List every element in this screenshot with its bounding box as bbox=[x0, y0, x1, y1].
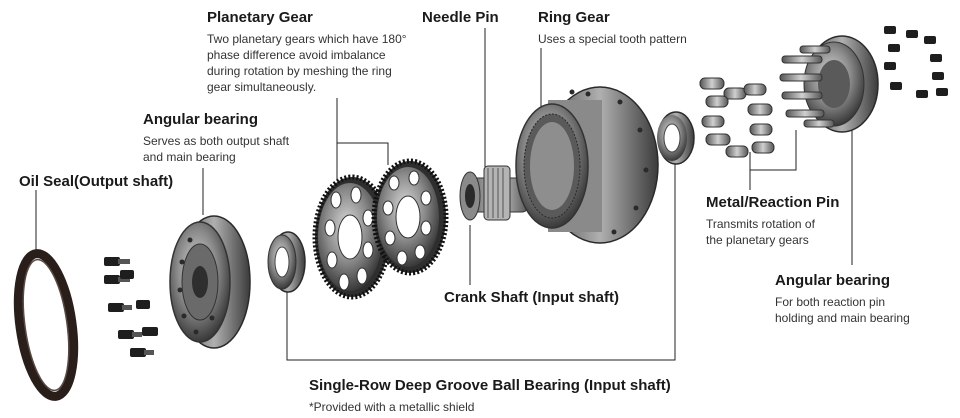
needle-pin-label: Needle Pin bbox=[422, 9, 499, 27]
angular-bearing-output-label: Angular bearing Serves as both output sh… bbox=[143, 111, 289, 165]
ball-bearing-part bbox=[267, 231, 306, 293]
metal-reaction-pin-label: Metal/Reaction Pin Transmits rotation of… bbox=[706, 194, 839, 248]
ball-bearing-desc: *Provided with a metallic shield bbox=[309, 400, 475, 414]
metal-reaction-pin-desc: Transmits rotation of the planetary gear… bbox=[706, 217, 815, 247]
planetary-gear-desc: Two planetary gears which have 180° phas… bbox=[207, 32, 407, 94]
ring-gear-title: Ring Gear bbox=[538, 9, 610, 26]
ball-bearing-label: Single-Row Deep Groove Ball Bearing (Inp… bbox=[309, 377, 671, 415]
planetary-gear-leader bbox=[336, 98, 389, 165]
metal-reaction-pin-leader bbox=[749, 130, 797, 171]
oil-seal-title: Oil Seal(Output shaft) bbox=[19, 173, 174, 190]
angular-bearing-reaction-part bbox=[779, 35, 879, 133]
crank-shaft-label: Crank Shaft (Input shaft) bbox=[444, 289, 619, 307]
ring-gear-desc: Uses a special tooth pattern bbox=[538, 32, 687, 46]
ball-bearing-title: Single-Row Deep Groove Ball Bearing (Inp… bbox=[309, 377, 671, 394]
oil-seal-label: Oil Seal(Output shaft) bbox=[19, 173, 173, 191]
oil-seal-part bbox=[13, 249, 79, 401]
angular-bearing-reaction-desc: For both reaction pin holding and main b… bbox=[775, 295, 910, 325]
angular-bearing-output-title: Angular bearing bbox=[143, 111, 259, 128]
angular-bearing-reaction-label: Angular bearing For both reaction pin ho… bbox=[775, 272, 910, 326]
metal-reaction-pins-part bbox=[699, 77, 775, 158]
angular-bearing-output-part bbox=[169, 215, 251, 349]
reaction-bolts-part bbox=[884, 26, 948, 98]
ring-gear-part bbox=[515, 86, 659, 244]
leader-lines bbox=[35, 28, 853, 361]
output-bolts-part bbox=[104, 257, 158, 357]
metal-reaction-pin-title: Metal/Reaction Pin bbox=[706, 194, 840, 211]
crank-shaft-title: Crank Shaft (Input shaft) bbox=[444, 289, 619, 306]
planetary-gear-part-2 bbox=[371, 158, 449, 276]
planetary-gear-label: Planetary Gear Two planetary gears which… bbox=[207, 9, 407, 95]
needle-pin-title: Needle Pin bbox=[422, 9, 499, 26]
crank-shaft-part bbox=[459, 165, 529, 221]
angular-bearing-output-desc: Serves as both output shaft and main bea… bbox=[143, 134, 290, 164]
ring-bearing-part bbox=[657, 111, 695, 165]
planetary-gear-title: Planetary Gear bbox=[207, 9, 313, 26]
angular-bearing-reaction-title: Angular bearing bbox=[775, 272, 891, 289]
ball-bearing-leader bbox=[286, 160, 676, 361]
ring-gear-label: Ring Gear Uses a special tooth pattern bbox=[538, 9, 687, 47]
